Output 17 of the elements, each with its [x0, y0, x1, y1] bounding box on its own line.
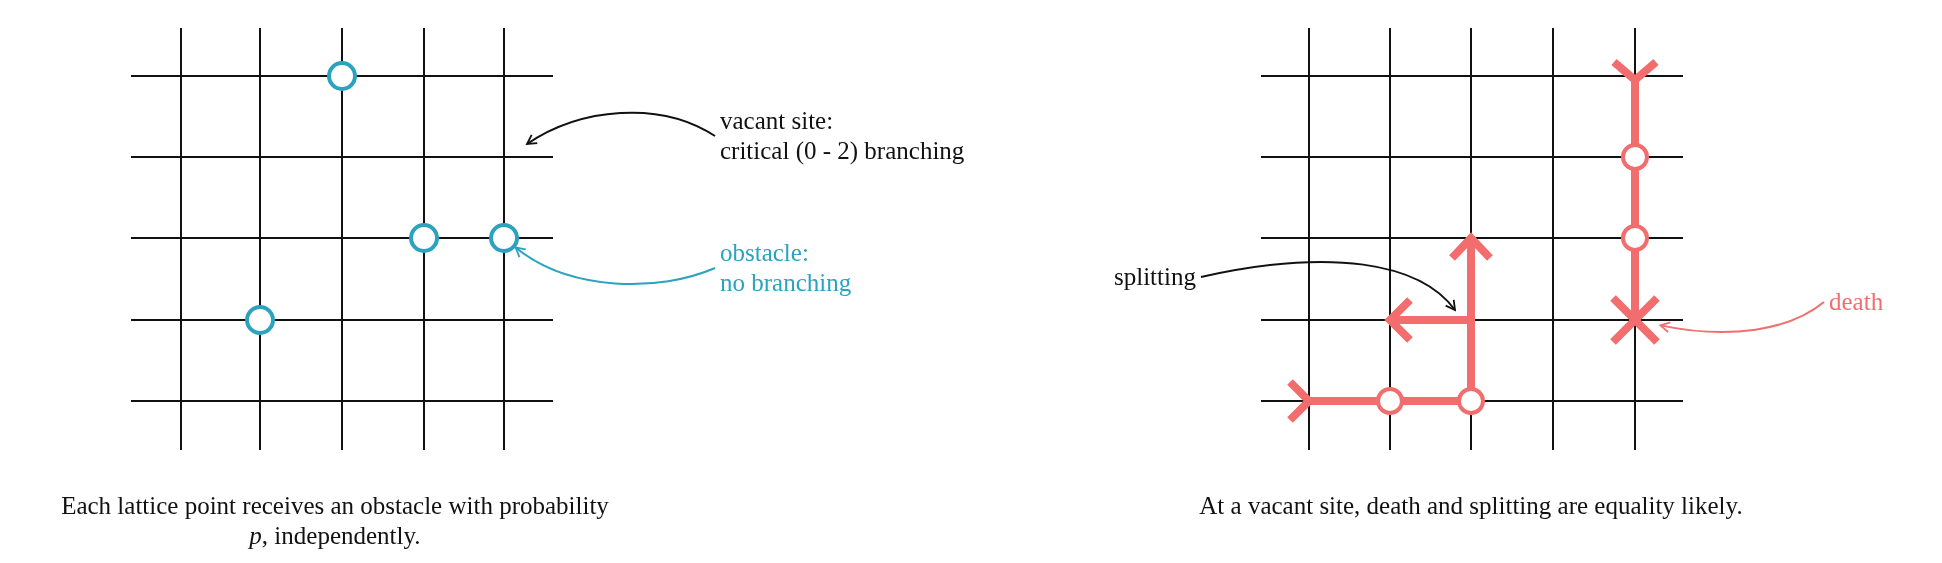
annotation-heading: vacant site:	[720, 106, 835, 136]
annotation-text: no branching	[720, 268, 852, 298]
caption-text: Each lattice point receives an obstacle with probability p, independently.	[60, 491, 610, 551]
obstacle-circle	[327, 61, 357, 91]
leader-arrow	[514, 246, 716, 285]
obstacle-circle	[245, 305, 275, 335]
leader-arrow	[1659, 301, 1825, 334]
annotation-text: death	[1829, 287, 1884, 317]
leader-arrow	[526, 111, 716, 145]
caption-text: At a vacant site, death and splitting are equality likely.	[1198, 491, 1744, 521]
obstacle-circle	[489, 223, 519, 253]
leader-arrow	[1199, 261, 1456, 311]
annotation-heading: obstacle:	[720, 238, 810, 268]
obstacle-circle	[409, 223, 439, 253]
death-cross-mark	[1610, 295, 1660, 345]
annotation-text: critical (0 - 2) branching	[720, 136, 965, 166]
annotation-text: splitting	[1114, 262, 1196, 292]
